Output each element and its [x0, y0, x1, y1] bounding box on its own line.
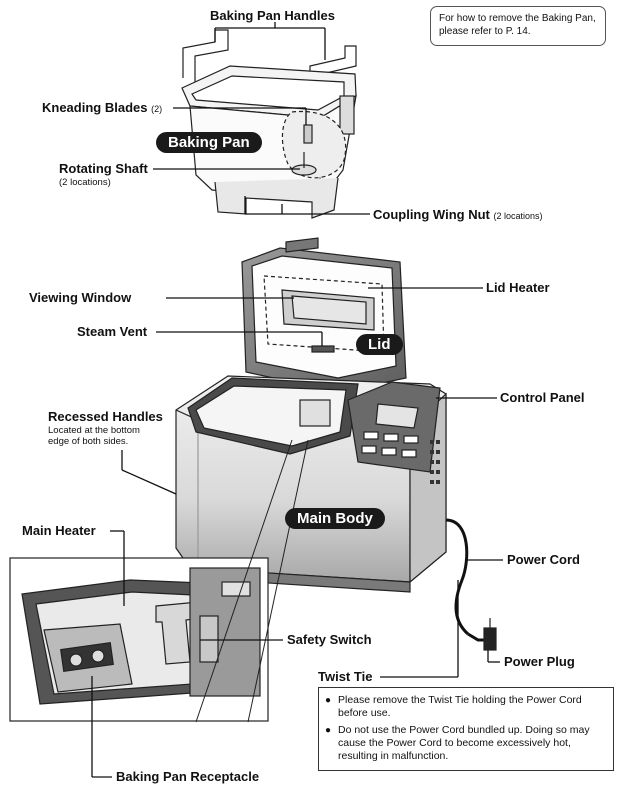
bread-maker-unit-drawing — [175, 237, 497, 651]
label-baking-pan-handles: Baking Pan Handles — [210, 8, 335, 23]
reference-note-line2: please refer to P. 14. — [439, 26, 531, 37]
label-main-heater: Main Heater — [22, 523, 96, 538]
warning-box: ● Please remove the Twist Tie holding th… — [318, 687, 614, 771]
label-kneading-blades-text: Kneading Blades — [42, 100, 148, 115]
warning-item: ● Do not use the Power Cord bundled up. … — [325, 724, 607, 763]
warning-text: Please remove the Twist Tie holding the … — [338, 694, 582, 719]
baking-pan-drawing — [181, 29, 357, 219]
label-baking-pan-receptacle: Baking Pan Receptacle — [116, 769, 260, 784]
label-coupling-wing-nut: Coupling Wing Nut (2 locations) — [373, 207, 543, 222]
label-recessed-handles-note-line1: Located at the bottom — [48, 425, 140, 436]
bullet-icon: ● — [325, 725, 332, 736]
label-recessed-handles-note-line2: edge of both sides. — [48, 436, 129, 447]
label-viewing-window: Viewing Window — [29, 290, 132, 305]
label-recessed-handles-note: Located at the bottom edge of both sides… — [48, 425, 140, 447]
label-recessed-handles: Recessed Handles — [48, 409, 163, 424]
label-power-cord: Power Cord — [507, 552, 580, 567]
label-coupling-wing-nut-note: (2 locations) — [493, 211, 543, 221]
warning-text: Do not use the Power Cord bundled up. Do… — [338, 724, 590, 762]
label-main-body: Main Body — [285, 508, 385, 529]
label-coupling-wing-nut-text: Coupling Wing Nut — [373, 207, 490, 222]
label-kneading-blades: Kneading Blades (2) — [42, 100, 162, 115]
label-power-plug: Power Plug — [504, 654, 575, 669]
bullet-icon: ● — [325, 695, 332, 706]
label-rotating-shaft: Rotating Shaft — [59, 161, 148, 176]
leader-lines — [91, 22, 503, 778]
receptacle-inset-drawing — [9, 439, 309, 723]
label-lid-heater: Lid Heater — [486, 280, 550, 295]
label-control-panel: Control Panel — [500, 390, 585, 405]
label-steam-vent: Steam Vent — [77, 324, 148, 339]
label-safety-switch: Safety Switch — [287, 632, 372, 647]
warning-item: ● Please remove the Twist Tie holding th… — [325, 694, 607, 720]
label-baking-pan: Baking Pan — [156, 132, 262, 153]
label-twist-tie: Twist Tie — [318, 669, 373, 684]
label-rotating-shaft-note: (2 locations) — [59, 177, 111, 188]
reference-note: For how to remove the Baking Pan, please… — [430, 6, 606, 46]
label-kneading-blades-count: (2) — [151, 104, 163, 114]
label-lid: Lid — [356, 334, 403, 355]
reference-note-line1: For how to remove the Baking Pan, — [439, 13, 596, 24]
